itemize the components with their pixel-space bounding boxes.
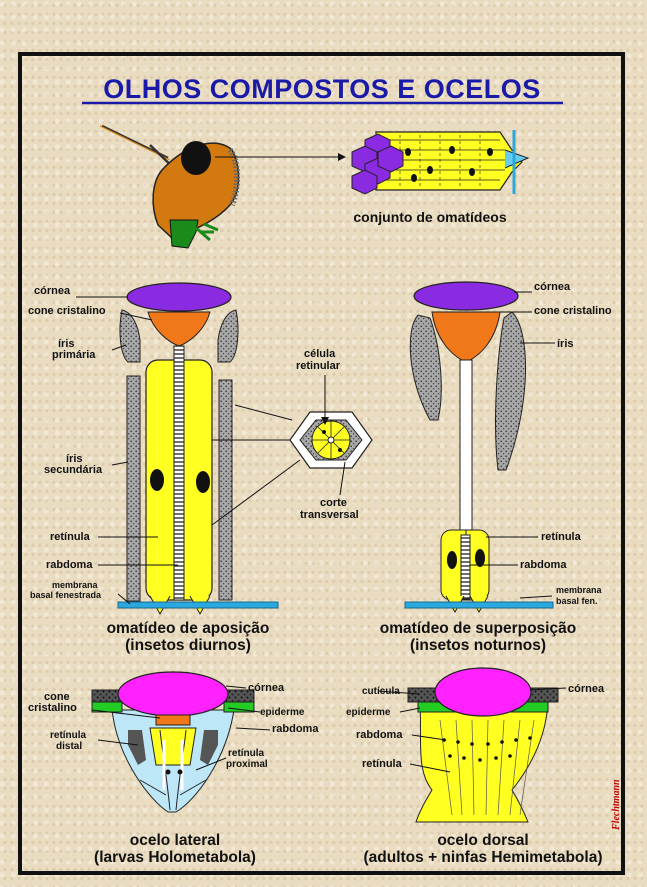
- label-epiderme-dorsal: epiderme: [346, 707, 391, 718]
- label-membrane-b-right: basal fen.: [556, 596, 598, 606]
- label-cone-left: cone cristalino: [28, 305, 106, 317]
- label-epiderme-lateral: epiderme: [260, 707, 305, 718]
- label-retinula-dorsal: retínula: [362, 758, 403, 770]
- apposition-caption-1: omatídeo de aposição: [107, 620, 270, 637]
- label-celula-b: retinular: [296, 360, 341, 372]
- cross-section-leader-lines: [211, 375, 346, 526]
- label-retinula-right: retínula: [541, 531, 582, 543]
- dorsal-ocellus-caption-1: ocelo dorsal: [437, 832, 528, 849]
- label-distal-b-lateral: distal: [56, 741, 82, 752]
- dorsal-ocellus-leader-lines: [377, 687, 567, 773]
- page-title: OLHOS COMPOSTOS E OCELOS: [103, 74, 541, 104]
- label-iris1a-left: íris: [58, 338, 75, 350]
- apposition-leader-lines: [76, 296, 178, 605]
- insect-head-illustration: [99, 124, 346, 249]
- lateral-ocellus-illustration: [91, 671, 255, 813]
- label-membrane-a-right: membrana: [556, 585, 603, 595]
- label-iris2b-left: secundária: [44, 464, 103, 476]
- label-membrane-b-left: basal fenestrada: [30, 590, 102, 600]
- dorsal-ocellus-illustration: [407, 667, 559, 823]
- label-cone-b-lateral: cristalino: [28, 702, 77, 714]
- lateral-ocellus-caption-2: (larvas Holometabola): [94, 849, 256, 866]
- ommatidia-set-caption: conjunto de omatídeos: [353, 209, 506, 225]
- superposition-caption-1: omatídeo de superposição: [380, 620, 576, 637]
- label-cornea-left: córnea: [34, 285, 71, 297]
- label-celula-a: célula: [304, 348, 336, 360]
- label-cornea-right: córnea: [534, 281, 571, 293]
- label-membrane-a-left: membrana: [52, 580, 99, 590]
- label-iris-right: íris: [557, 338, 574, 350]
- label-rabdoma-dorsal: rabdoma: [356, 729, 403, 741]
- label-rabdoma-right: rabdoma: [520, 559, 567, 571]
- label-iris2a-left: íris: [66, 453, 83, 465]
- label-cone-right: cone cristalino: [534, 305, 612, 317]
- lateral-ocellus-caption-1: ocelo lateral: [130, 832, 220, 849]
- apposition-ommatidium-illustration: [117, 282, 279, 616]
- dorsal-ocellus-caption-2: (adultos + ninfas Hemimetabola): [363, 849, 602, 866]
- label-cornea-lateral: córnea: [248, 682, 285, 694]
- lateral-ocellus-leader-lines: [91, 685, 271, 771]
- label-proximal-b-lateral: proximal: [226, 759, 268, 770]
- label-corte-b: transversal: [300, 509, 359, 521]
- label-cornea-dorsal: córnea: [568, 683, 605, 695]
- author-signature: Flechtmann: [611, 779, 622, 831]
- apposition-caption-2: (insetos diurnos): [125, 637, 251, 654]
- diagram-frame: [18, 52, 625, 875]
- label-rabdoma-left: rabdoma: [46, 559, 93, 571]
- label-retinula-left: retínula: [50, 531, 91, 543]
- label-iris1b-left: primária: [52, 349, 96, 361]
- superposition-caption-2: (insetos noturnos): [410, 637, 546, 654]
- label-corte-a: corte: [320, 497, 347, 509]
- label-cuticula-dorsal: cutícula: [362, 686, 400, 697]
- superposition-leader-lines: [470, 291, 555, 599]
- label-rabdoma-lateral: rabdoma: [272, 723, 319, 735]
- superposition-ommatidium-illustration: [404, 281, 554, 614]
- label-cone-a-lateral: cone: [44, 691, 70, 703]
- cross-section-illustration: [289, 411, 373, 469]
- ommatidia-bundle-illustration: [351, 130, 530, 195]
- label-distal-a-lateral: retínula: [50, 730, 87, 741]
- label-proximal-a-lateral: retínula: [228, 748, 265, 759]
